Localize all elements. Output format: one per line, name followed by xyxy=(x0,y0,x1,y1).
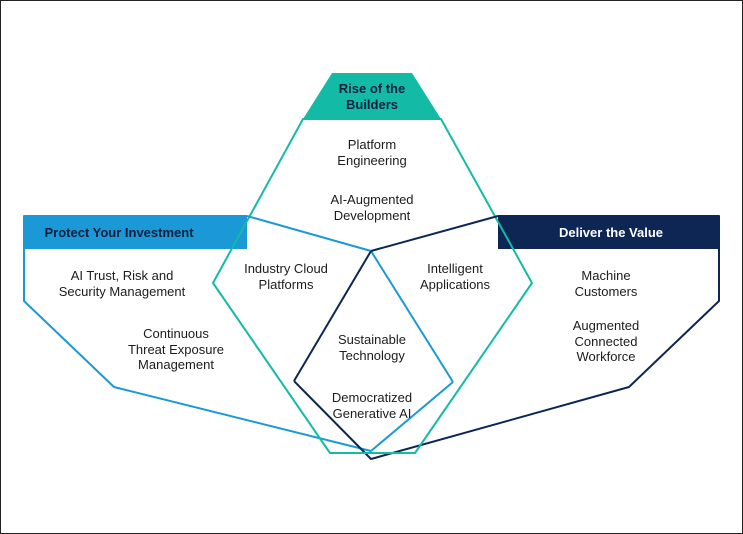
ai-trust-risk-security-label: AI Trust, Risk and Security Management xyxy=(58,268,186,299)
deliver-inner-diagonal xyxy=(293,250,372,382)
industry-cloud-platforms-label: Industry Cloud Platforms xyxy=(244,261,328,292)
protect-inner-diagonal xyxy=(370,250,454,383)
builders-outline xyxy=(212,118,533,454)
sustainable-technology-label: Sustainable Technology xyxy=(338,332,406,363)
protect-outline xyxy=(23,215,454,452)
machine-customers-label: Machine Customers xyxy=(574,268,638,299)
ai-augmented-development-label: AI-Augmented Development xyxy=(330,192,414,223)
augmented-connected-workforce-label: Augmented Connected Workforce xyxy=(572,318,640,364)
builders-header-bg xyxy=(303,73,441,119)
protect-title: Protect Your Investment xyxy=(44,225,194,240)
protect-header-bg xyxy=(24,216,247,249)
builders-title: Rise of the Builders xyxy=(338,81,406,112)
deliver-inner-edge xyxy=(370,215,499,252)
deliver-header-bg xyxy=(498,216,719,249)
deliver-title: Deliver the Value xyxy=(558,225,664,240)
deliver-outline xyxy=(293,215,720,460)
protect-inner-edge xyxy=(246,215,372,252)
intelligent-applications-label: Intelligent Applications xyxy=(419,261,491,292)
continuous-threat-exposure-label: Continuous Threat Exposure Management xyxy=(127,326,225,372)
platform-engineering-label: Platform Engineering xyxy=(337,137,407,168)
democratized-generative-ai-label: Democratized Generative AI xyxy=(331,390,413,421)
